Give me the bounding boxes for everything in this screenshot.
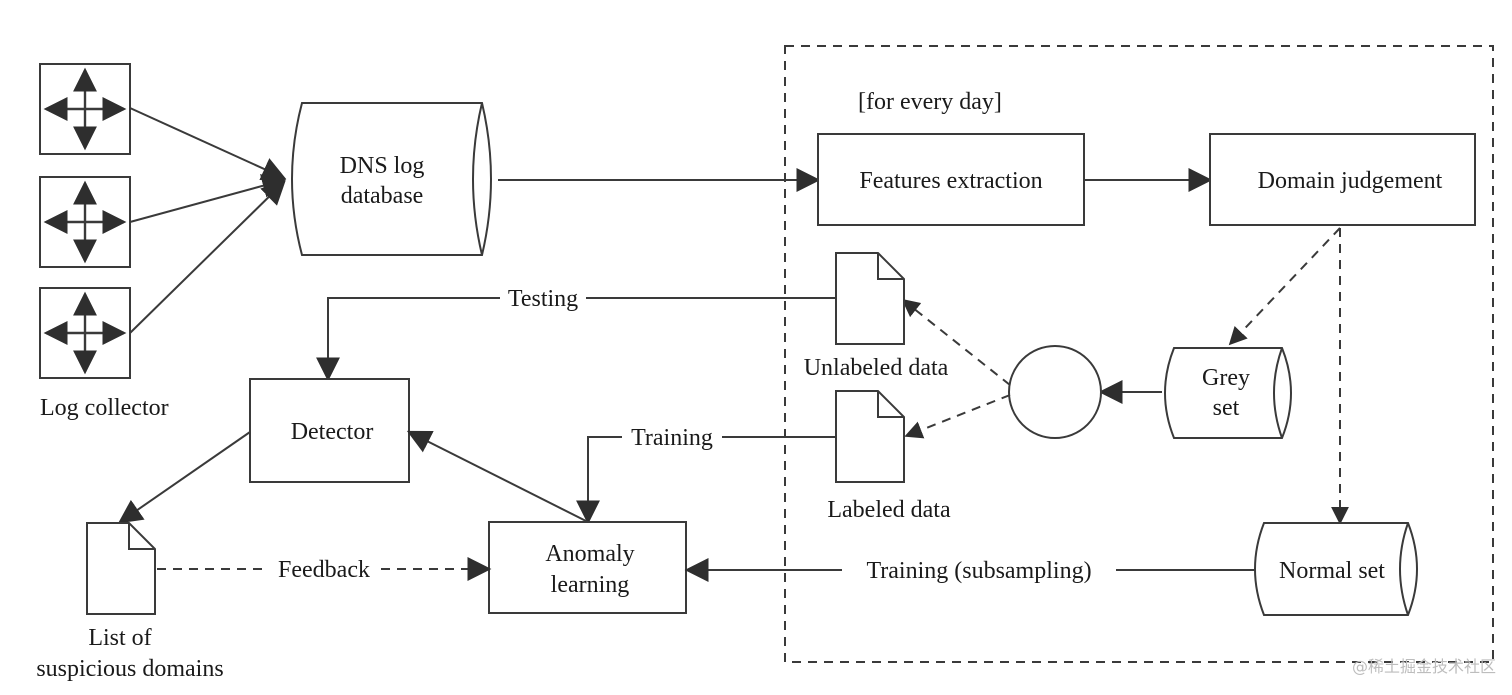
grey-set-line1: Grey — [1202, 365, 1250, 391]
unlabeled-data-label: Unlabeled data — [804, 355, 949, 381]
features-extraction-box: Features extraction — [817, 133, 1085, 226]
grey-set-line2: set — [1213, 395, 1240, 421]
testing-edge-label: Testing — [508, 286, 578, 312]
log-collector-router-2 — [39, 176, 131, 268]
edge-split-to-labeled — [904, 394, 1011, 439]
anomaly-learning-line1: Anomaly — [545, 541, 634, 567]
edge-anomaly-to-detector — [406, 430, 589, 523]
edge-collector2-to-db — [129, 174, 287, 223]
edge-detector-to-suspicious — [118, 431, 251, 524]
training-label-bg — [622, 423, 722, 451]
normal-set-database: Normal set — [1254, 522, 1418, 616]
edge-split-to-unlabeled — [901, 298, 1011, 386]
edge-collector3-to-db — [129, 180, 286, 334]
edge-collector1-to-db — [129, 107, 287, 180]
edge-labeled-to-anomaly — [576, 436, 836, 525]
daily-frame — [784, 45, 1494, 663]
watermark: @稀土掘金技术社区 — [1352, 657, 1496, 676]
labeled-data-label: Labeled data — [827, 497, 951, 523]
detector-box: Detector — [249, 378, 410, 483]
dns-log-database-line2: database — [341, 183, 424, 209]
domain-judgement-box: Domain judgement — [1209, 133, 1476, 226]
grey-set-database: Grey set — [1164, 347, 1292, 439]
normal-set-label: Normal set — [1279, 558, 1385, 584]
unlabeled-data-document — [835, 252, 905, 345]
dns-log-database-line1: DNS log — [340, 153, 425, 179]
testing-label-bg — [500, 284, 586, 312]
edge-judgement-to-grey — [1228, 227, 1341, 346]
log-collector-label: Log collector — [40, 395, 169, 421]
feedback-edge-label: Feedback — [278, 557, 370, 583]
suspicious-domains-document — [86, 522, 156, 615]
training-subsampling-edge-label: Training (subsampling) — [866, 558, 1091, 584]
suspicious-domains-line1: List of — [88, 625, 151, 651]
split-node-circle — [1008, 345, 1102, 439]
detector-label: Detector — [291, 419, 374, 445]
anomaly-learning-line2: learning — [551, 572, 630, 598]
log-collector-router-3 — [39, 287, 131, 379]
features-extraction-label: Features extraction — [859, 168, 1042, 194]
edge-unlabeled-to-detector — [316, 297, 836, 382]
log-collector-router-1 — [39, 63, 131, 155]
training-edge-label: Training — [631, 425, 713, 451]
anomaly-learning-box: Anomaly learning — [488, 521, 687, 614]
daily-frame-caption: [for every day] — [858, 89, 1002, 115]
domain-judgement-label: Domain judgement — [1258, 168, 1443, 194]
feedback-label-bg — [268, 555, 380, 583]
labeled-data-document — [835, 390, 905, 483]
training-sub-label-bg — [842, 556, 1116, 584]
suspicious-domains-line2: suspicious domains — [36, 656, 223, 682]
dns-log-database: DNS log database — [291, 102, 492, 256]
